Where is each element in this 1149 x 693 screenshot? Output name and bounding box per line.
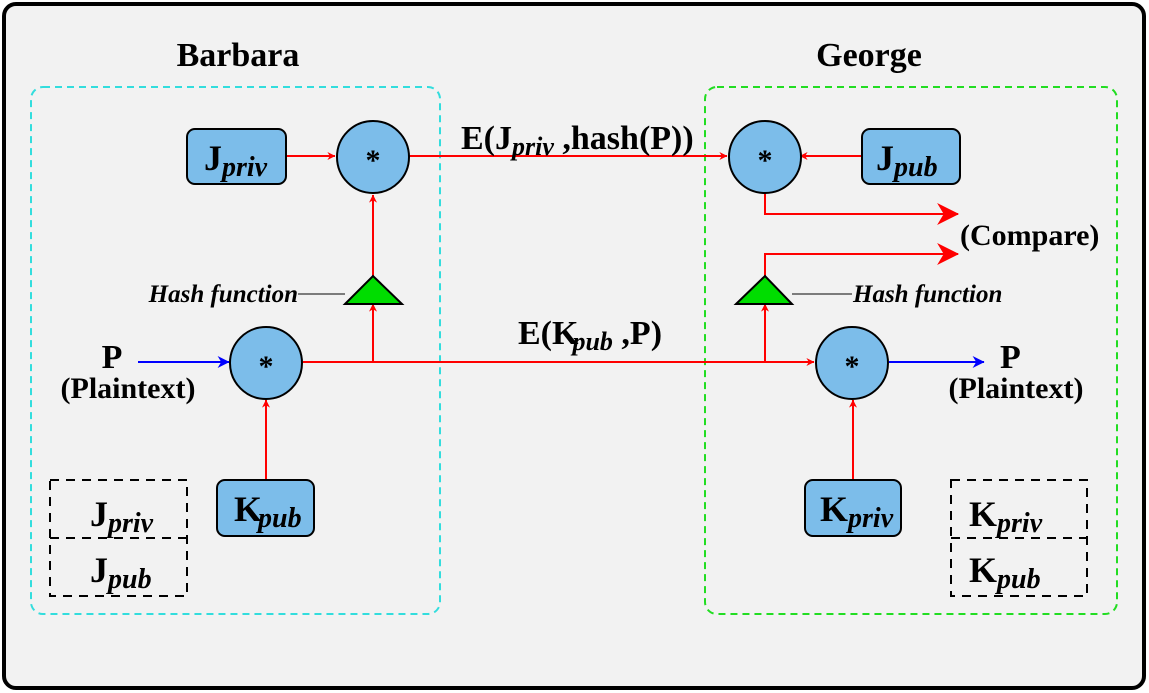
barbara-region	[30, 86, 441, 615]
svg-text:Kpub: Kpub	[969, 550, 1041, 595]
svg-text:*: *	[845, 350, 860, 383]
george-title: George	[816, 37, 922, 74]
svg-text:Jpriv: Jpriv	[90, 494, 154, 539]
svg-text:Jpub: Jpub	[876, 138, 938, 183]
barbara-key-store: Jpriv Jpub	[49, 479, 188, 597]
barbara-kpub-box: Kpub	[216, 479, 315, 537]
signature-message-label: E(Jpriv ,hash(P))	[461, 120, 694, 161]
hash-triangle-right	[733, 274, 795, 305]
compare-label: (Compare)	[960, 219, 1099, 252]
sign-operator: *	[336, 120, 410, 194]
svg-text:*: *	[366, 144, 381, 177]
svg-text:Kpriv: Kpriv	[969, 494, 1043, 539]
svg-text:Kpriv: Kpriv	[820, 489, 894, 534]
plaintext-symbol-left: P	[102, 339, 123, 376]
svg-text:Kpub: Kpub	[234, 489, 302, 534]
svg-text:Jpriv: Jpriv	[204, 138, 268, 183]
svg-text:Jpub: Jpub	[90, 550, 152, 595]
cipher-message-label: E(Kpub ,P)	[518, 315, 662, 356]
plaintext-word-left: (Plaintext)	[61, 372, 196, 405]
svg-text:*: *	[758, 144, 773, 177]
barbara-jpriv-box: Jpriv	[186, 128, 287, 185]
george-jpub-box: Jpub	[861, 128, 961, 185]
decrypt-operator: *	[815, 326, 889, 400]
george-key-store: Kpriv Kpub	[950, 479, 1088, 597]
verify-operator: *	[728, 120, 802, 194]
george-region	[704, 86, 1118, 615]
george-kpriv-box: Kpriv	[804, 479, 902, 537]
svg-text:*: *	[259, 350, 274, 383]
connection-lines	[138, 152, 985, 480]
plaintext-word-right: (Plaintext)	[949, 372, 1084, 405]
hash-function-label-right: Hash function	[852, 281, 1002, 308]
barbara-title: Barbara	[177, 37, 300, 74]
arrow-hash-to-compare	[764, 243, 960, 276]
arrow-verify-to-compare	[764, 193, 960, 225]
hash-function-label-left: Hash function	[148, 281, 298, 308]
plaintext-symbol-right: P	[1000, 339, 1021, 376]
encrypt-operator: *	[229, 326, 303, 400]
hash-triangle-left	[342, 274, 405, 305]
